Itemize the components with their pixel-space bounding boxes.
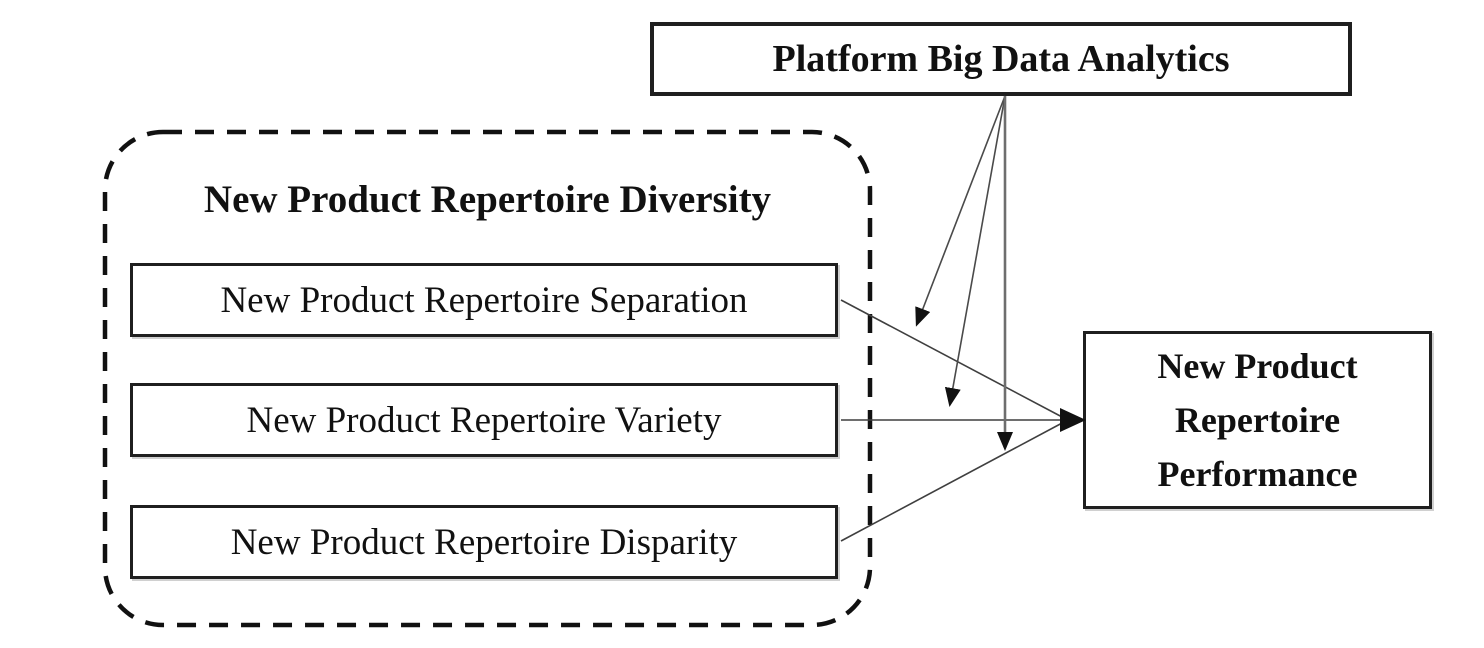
disparity-box: New Product Repertoire Disparity — [130, 505, 838, 579]
diversity-group-title: New Product Repertoire Diversity — [203, 178, 772, 221]
separation-label: New Product Repertoire Separation — [220, 279, 748, 321]
arrow-separation-to-performance — [840, 299, 1065, 419]
platform-big-data-analytics-label: Platform Big Data Analytics — [772, 38, 1230, 80]
arrow-disparity-to-performance — [840, 421, 1065, 542]
separation-box: New Product Repertoire Separation — [130, 263, 838, 337]
platform-big-data-analytics-box: Platform Big Data Analytics — [650, 22, 1352, 96]
disparity-label: New Product Repertoire Disparity — [230, 521, 738, 563]
performance-label: New Product Repertoire Performance — [1157, 346, 1358, 494]
performance-box: New Product Repertoire Performance — [1083, 331, 1432, 509]
variety-box: New Product Repertoire Variety — [130, 383, 838, 457]
variety-label: New Product Repertoire Variety — [246, 399, 722, 441]
moderation-arrow-separation — [915, 95, 1006, 327]
moderation-arrow-variety — [944, 95, 1006, 407]
